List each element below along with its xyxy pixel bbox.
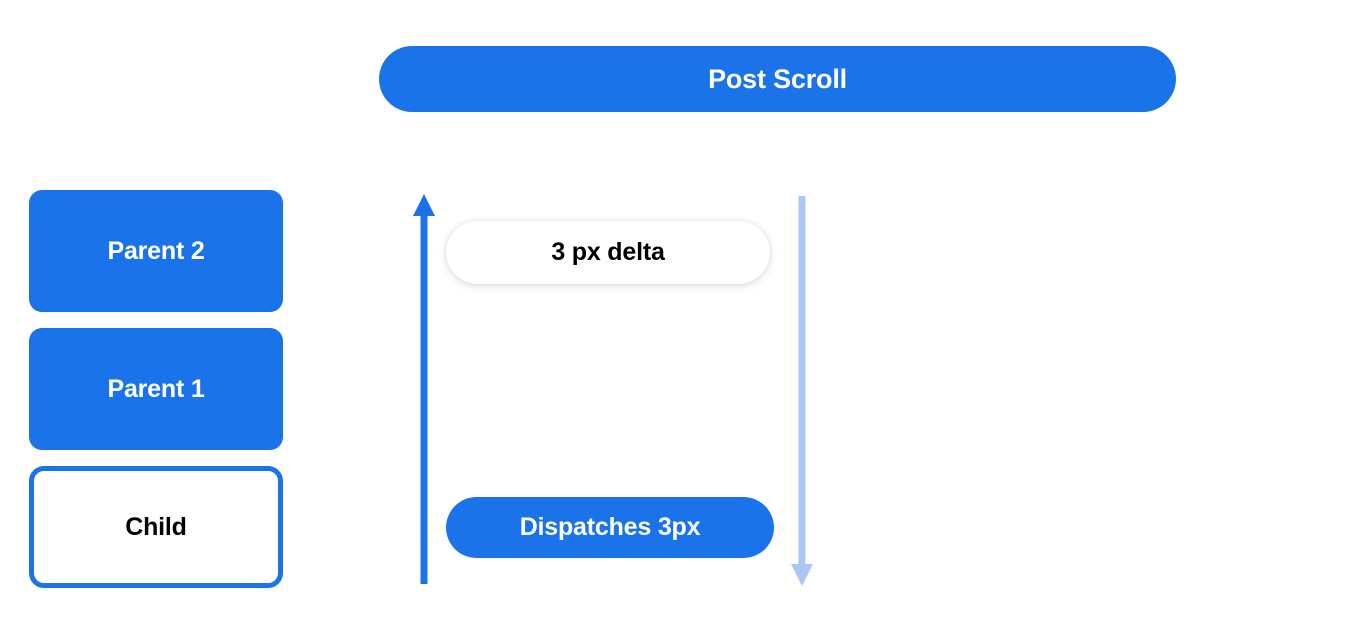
dispatch-annotation-pill: Dispatches 3px [446, 497, 774, 558]
stack-box-parent-1: Parent 1 [29, 328, 283, 450]
stack-box-child-label: Child [125, 512, 187, 541]
stack-box-parent-1-label: Parent 1 [107, 374, 205, 403]
post-scroll-header-label: Post Scroll [708, 63, 847, 94]
stack-box-parent-2: Parent 2 [29, 190, 283, 312]
stack-box-parent-2-label: Parent 2 [107, 236, 205, 265]
downward-scroll-arrow-icon [791, 196, 813, 586]
dispatch-annotation-label: Dispatches 3px [519, 513, 701, 541]
upward-scroll-arrow-icon [413, 194, 435, 584]
post-scroll-header-pill: Post Scroll [379, 46, 1176, 112]
delta-annotation-pill: 3 px delta [446, 221, 770, 284]
delta-annotation-label: 3 px delta [551, 238, 665, 266]
stack-box-child: Child [29, 466, 283, 588]
